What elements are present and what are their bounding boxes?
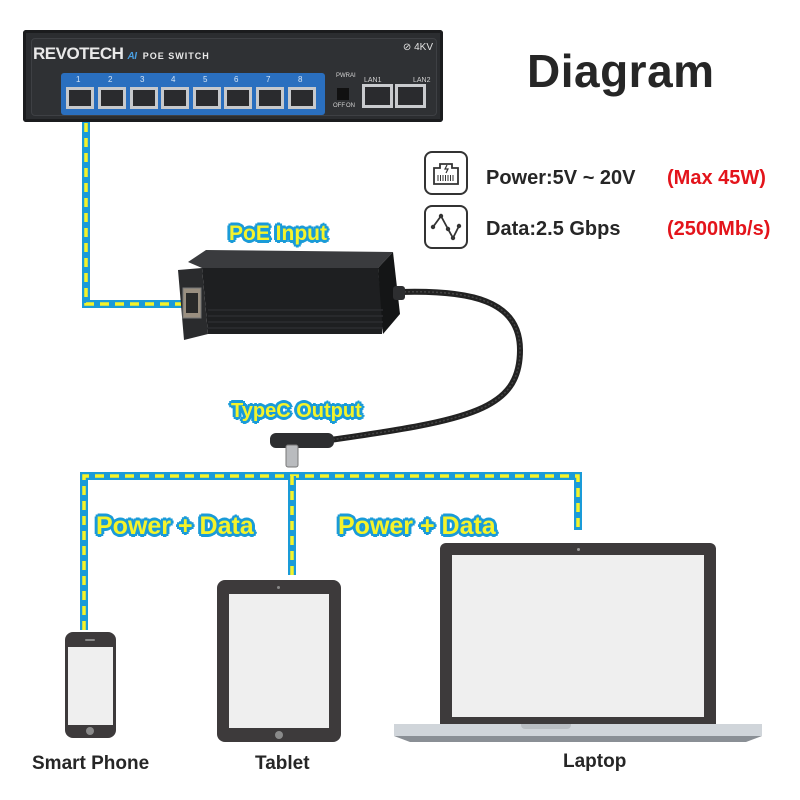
data-spec-label: Data:2.5 Gbps: [486, 218, 621, 240]
port-number: 4: [171, 75, 176, 84]
port-number: 6: [234, 75, 239, 84]
ethernet-port-power-icon: [424, 151, 468, 195]
data-spec-max: (2500Mb/s): [667, 218, 771, 240]
port-number: 5: [203, 75, 208, 84]
port-number: 2: [108, 75, 113, 84]
switch-to-adapter-cable: [82, 108, 182, 308]
poe-port: [161, 87, 189, 109]
poe-port-group: 1 2 3 4 5 6 7 8: [61, 73, 325, 115]
port-number: 7: [266, 75, 271, 84]
laptop-icon: [440, 543, 716, 725]
poe-port: [224, 87, 252, 109]
surge-rating: ⊘ 4KV: [402, 42, 433, 53]
tablet-icon: [217, 580, 341, 742]
power-data-callout-right: Power + Data: [338, 512, 496, 540]
port-number: 8: [298, 75, 303, 84]
power-spec-max: (Max 45W): [667, 167, 766, 189]
power-data-callout-left: Power + Data: [96, 512, 254, 540]
usb-c-connector-icon: [270, 433, 334, 468]
poe-port: [288, 87, 316, 109]
laptop-base-edge: [394, 736, 762, 742]
typec-output-callout: TypeC Output: [231, 400, 362, 422]
data-signal-icon: [424, 205, 468, 249]
poe-port: [98, 87, 126, 109]
distribution-bus-cable: [80, 472, 582, 630]
laptop-base: [394, 724, 762, 736]
smart-phone-label: Smart Phone: [32, 753, 150, 774]
poe-port: [130, 87, 158, 109]
lan-port: [395, 84, 426, 108]
poe-port: [66, 87, 94, 109]
usb-c-cable: [329, 288, 524, 443]
poe-port: [193, 87, 221, 109]
tablet-label: Tablet: [255, 753, 310, 774]
poe-to-usbc-adapter: [178, 250, 405, 340]
laptop-label: Laptop: [563, 751, 627, 772]
ai-mode-toggle: [337, 88, 349, 100]
poe-port: [256, 87, 284, 109]
page-title: Diagram: [527, 45, 715, 97]
port-number: 3: [140, 75, 145, 84]
power-spec-label: Power:5V ~ 20V: [486, 167, 636, 189]
usb-c-cable-strain-relief: [393, 286, 405, 300]
smart-phone-icon: [65, 632, 116, 738]
lan-port: [362, 84, 393, 108]
port-number: 1: [76, 75, 81, 84]
poe-input-callout: PoE Input: [229, 222, 327, 245]
